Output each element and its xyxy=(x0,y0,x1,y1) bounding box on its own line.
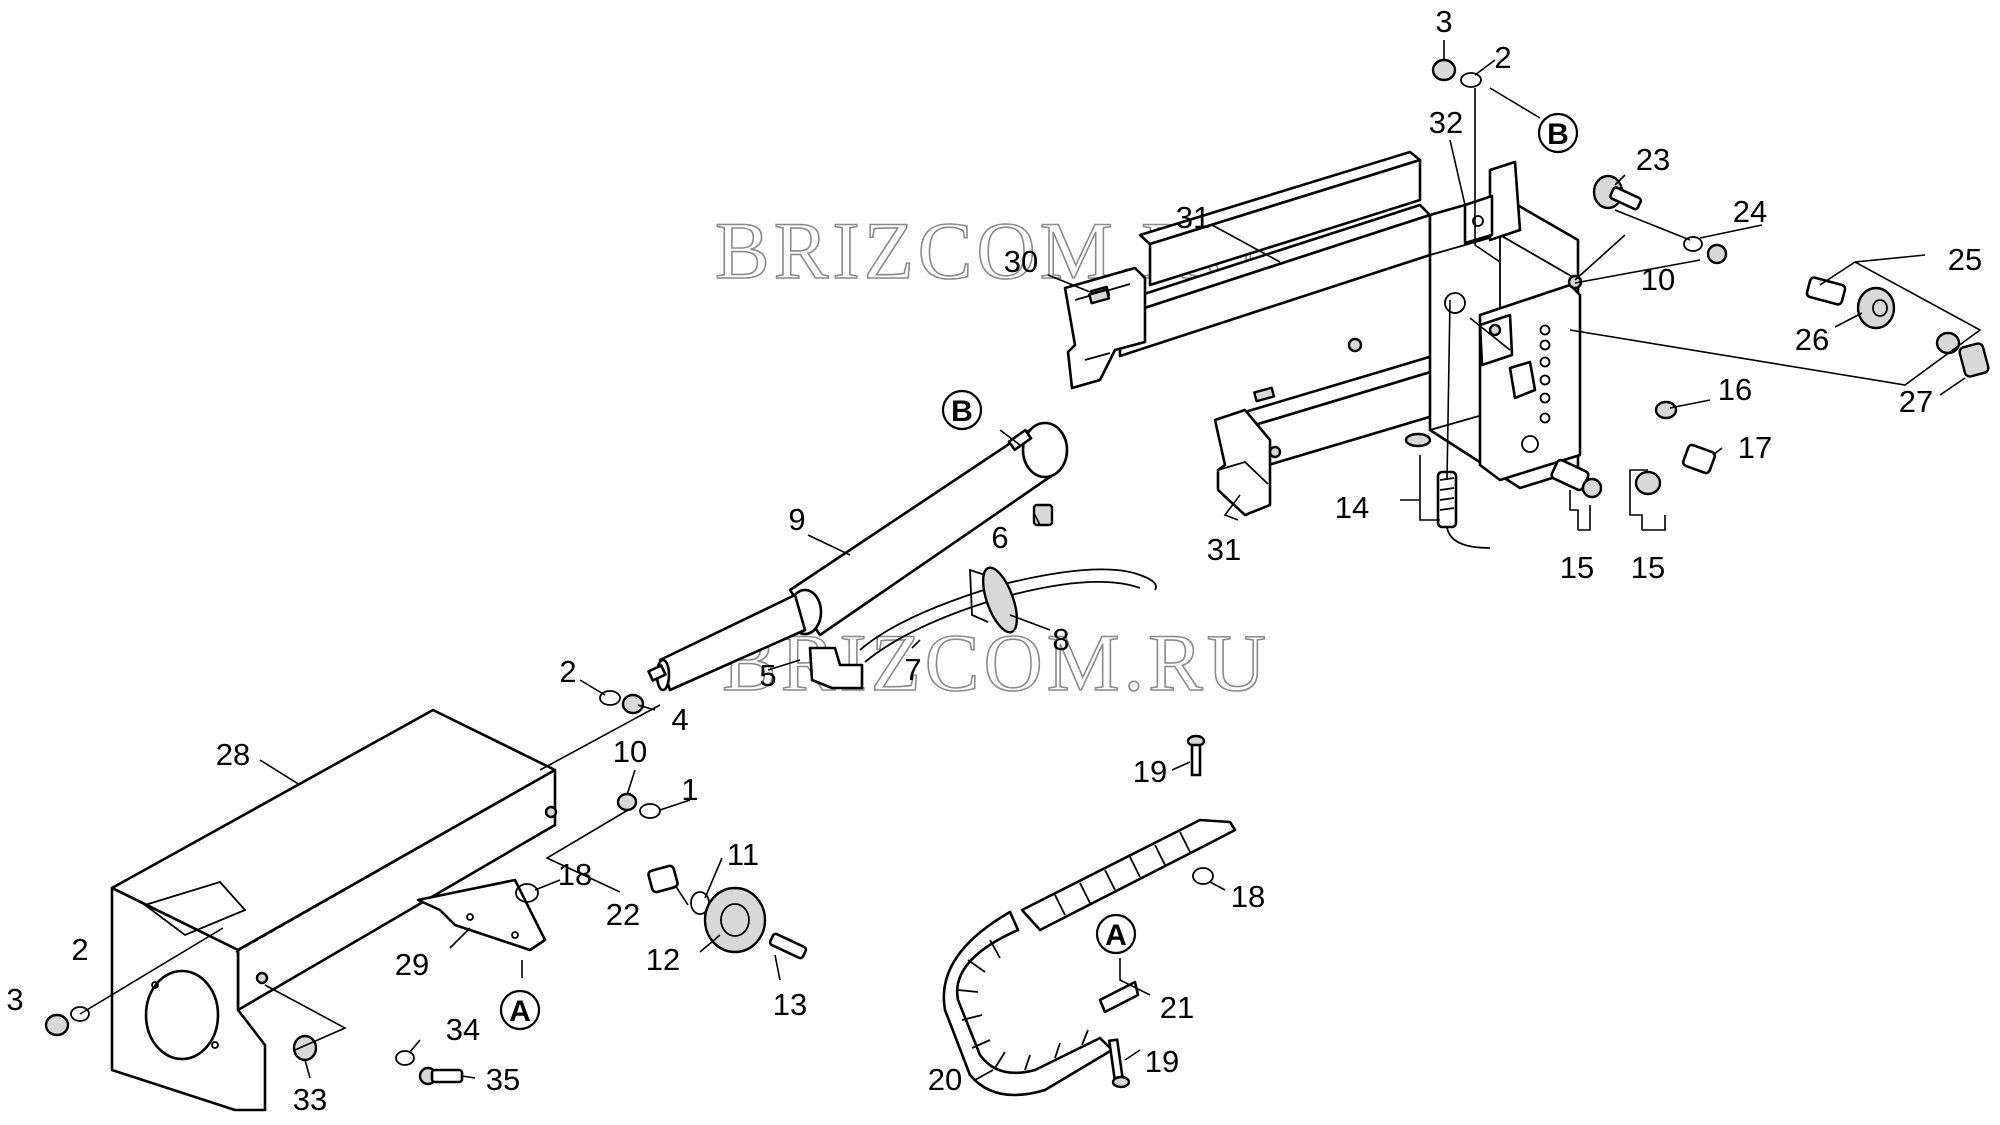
frame-assembly xyxy=(1063,150,1583,517)
svg-text:A: A xyxy=(1105,919,1127,952)
callout-29: 29 xyxy=(395,947,429,982)
fittings-right xyxy=(1550,400,1717,499)
callout-35: 35 xyxy=(486,1062,520,1097)
hose-fitting-set xyxy=(1805,276,1990,378)
svg-text:B: B xyxy=(951,395,973,428)
hardware-upper-right xyxy=(1592,174,1728,265)
cover-housing xyxy=(110,708,558,1112)
callout-15-left: 15 xyxy=(1560,550,1594,585)
callout-19-bottom: 19 xyxy=(1145,1044,1179,1079)
callout-31-bottom: 31 xyxy=(1207,532,1241,567)
reference-a-chain: A xyxy=(1095,913,1137,955)
callout-30: 30 xyxy=(1004,244,1038,279)
callout-8: 8 xyxy=(1052,622,1069,657)
callout-12: 12 xyxy=(646,942,680,977)
hardware-top xyxy=(1431,58,1482,88)
callout-2-bottom: 2 xyxy=(71,932,88,967)
callout-18-right: 18 xyxy=(1231,879,1265,914)
reference-b-top: B xyxy=(1537,112,1579,154)
callout-14: 14 xyxy=(1335,490,1369,525)
callout-2-middle: 2 xyxy=(559,654,576,689)
mounting-bracket xyxy=(416,878,547,952)
cable-drag-chain xyxy=(942,818,1237,1097)
callout-24: 24 xyxy=(1733,194,1767,229)
hardware-chain xyxy=(1107,734,1214,1089)
callout-26: 26 xyxy=(1795,322,1829,357)
callout-19-top: 19 xyxy=(1133,754,1167,789)
reference-a-bracket: A xyxy=(499,989,541,1031)
callout-5: 5 xyxy=(759,658,776,693)
callout-28: 28 xyxy=(216,737,250,772)
callout-21: 21 xyxy=(1160,990,1194,1025)
svg-text:A: A xyxy=(509,995,531,1028)
callout-3-bottom: 3 xyxy=(6,982,23,1017)
callout-27: 27 xyxy=(1899,384,1933,419)
callout-6: 6 xyxy=(991,520,1008,555)
callout-11: 11 xyxy=(727,837,759,872)
reference-b-cylinder: B xyxy=(941,389,983,431)
actuator-fittings xyxy=(808,503,1157,690)
nut-left xyxy=(515,883,539,903)
callout-32: 32 xyxy=(1429,105,1463,140)
callout-3-top: 3 xyxy=(1435,4,1452,39)
callout-31-top: 31 xyxy=(1176,200,1210,235)
callout-4: 4 xyxy=(671,702,688,737)
svg-text:B: B xyxy=(1547,118,1569,151)
callout-2-top: 2 xyxy=(1494,40,1511,75)
callout-34: 34 xyxy=(446,1012,480,1047)
hardware-bottom-left xyxy=(44,1006,464,1086)
linear-actuator xyxy=(647,421,1069,692)
callout-10-top: 10 xyxy=(1641,262,1675,297)
callout-13: 13 xyxy=(773,987,807,1022)
leader-lines xyxy=(79,40,1982,1081)
callout-18-left: 18 xyxy=(558,857,592,892)
callout-15-right: 15 xyxy=(1631,550,1665,585)
callout-9: 9 xyxy=(788,502,805,537)
callout-17: 17 xyxy=(1738,430,1772,465)
callout-7: 7 xyxy=(904,652,921,687)
callout-1: 1 xyxy=(681,772,698,807)
callout-22: 22 xyxy=(606,897,640,932)
callout-10-middle: 10 xyxy=(613,734,647,769)
callout-20: 20 xyxy=(928,1062,962,1097)
proximity-sensor xyxy=(1404,432,1491,549)
callout-25: 25 xyxy=(1948,242,1982,277)
callout-33: 33 xyxy=(293,1082,327,1117)
callout-labels: 3 2 32 23 31 24 25 10 30 26 27 16 17 14 … xyxy=(6,4,1982,1117)
callout-16: 16 xyxy=(1718,372,1752,407)
callout-23: 23 xyxy=(1636,142,1670,177)
